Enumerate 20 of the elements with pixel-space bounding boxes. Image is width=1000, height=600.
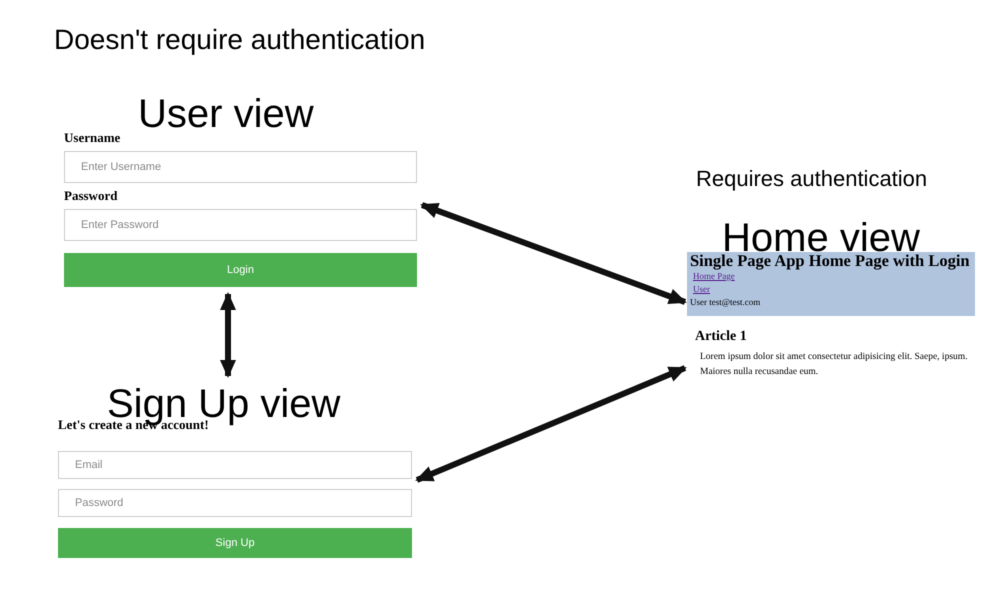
article-heading: Article 1 <box>695 329 747 345</box>
double-arrow <box>415 365 687 483</box>
nav-link: User <box>693 283 710 296</box>
input-field: Enter Username <box>64 151 417 183</box>
input-field: Email <box>58 451 412 479</box>
double-arrow <box>420 202 687 305</box>
body-text: Lorem ipsum dolor sit amet consectetur adipisicing elit. Saepe, ipsum. Maiores nulla recusandae eum. <box>700 351 969 380</box>
input-field: Enter Password <box>64 209 417 241</box>
input-field: Password <box>58 489 412 517</box>
field-label: Username <box>64 130 120 146</box>
nav-link: Home Page <box>693 270 735 283</box>
double-arrow <box>220 292 236 378</box>
sign-up-button: Sign Up <box>58 528 412 558</box>
section-note: Doesn't require authentication <box>54 24 426 56</box>
section-note: Requires authentication <box>696 166 928 192</box>
field-label: Password <box>64 188 118 204</box>
login-button: Login <box>64 253 417 287</box>
view-title: User view <box>138 94 314 134</box>
user-info: User test@test.com <box>690 296 760 309</box>
page-header <box>687 252 975 316</box>
